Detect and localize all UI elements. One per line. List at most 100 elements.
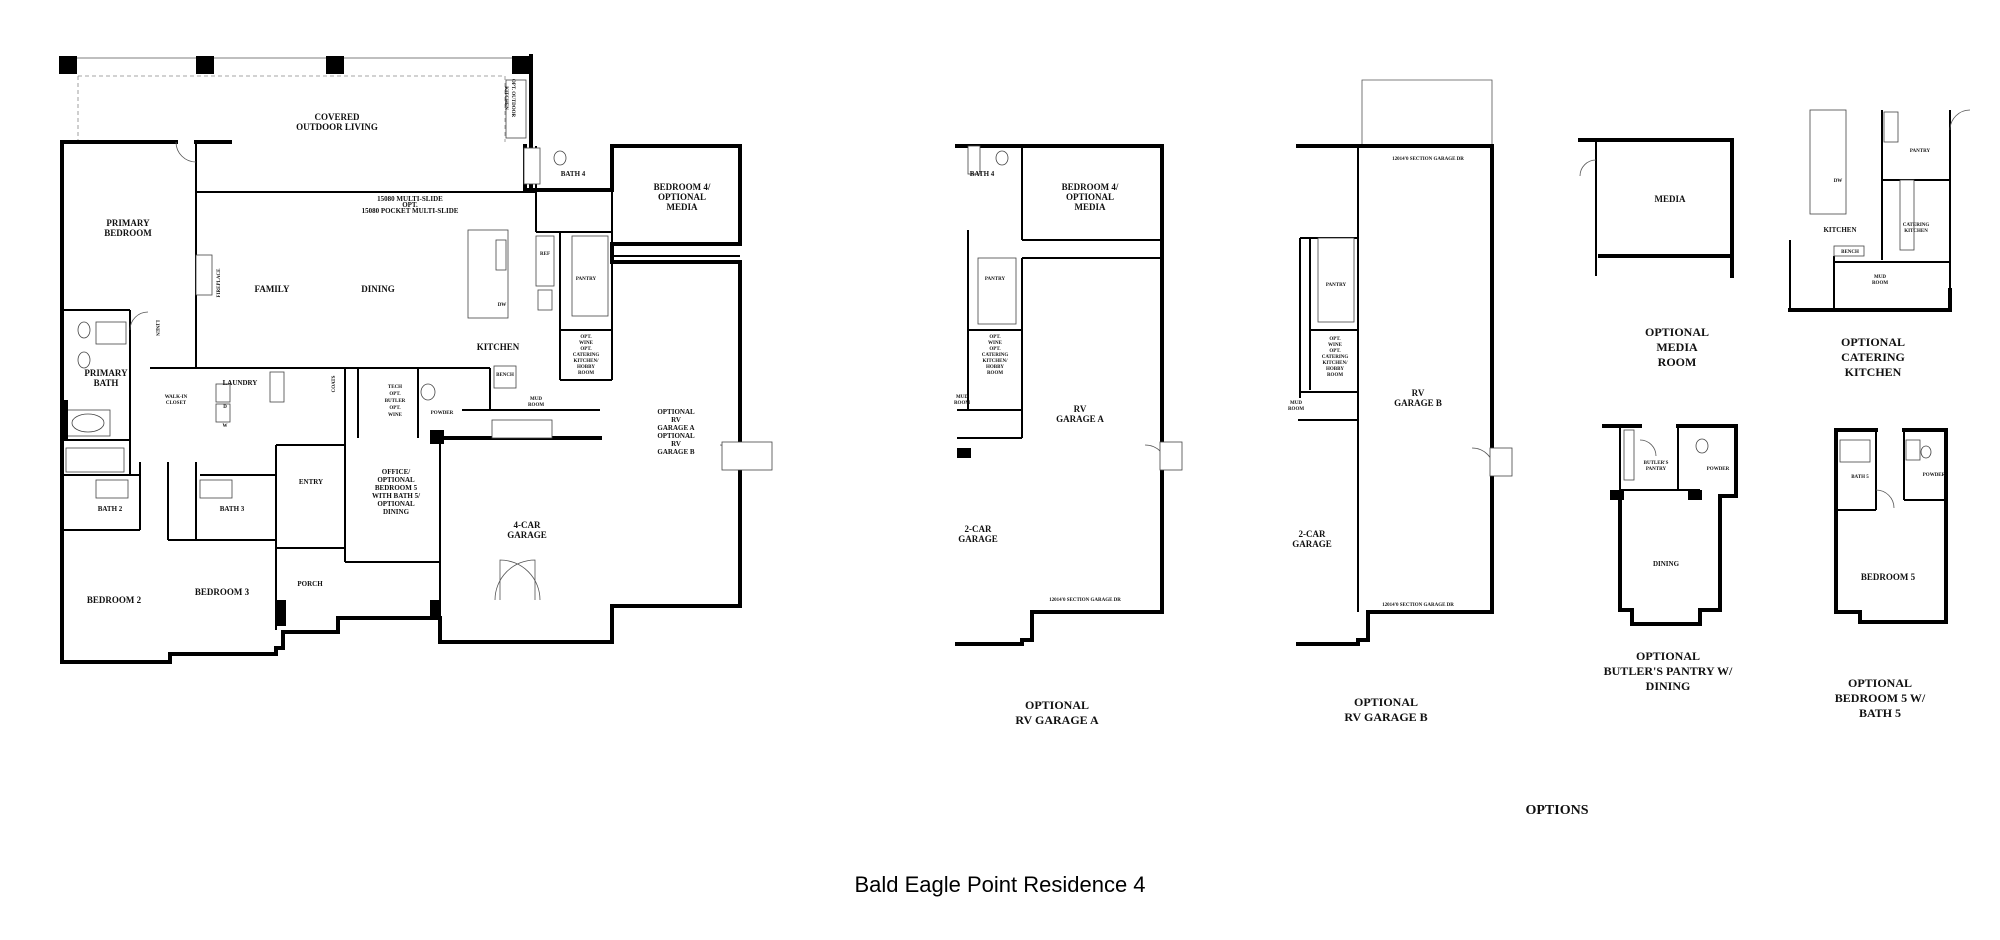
rv-a-2car-label-2: GARAGE [958, 534, 998, 544]
butler-powder-label: POWDER [1707, 467, 1730, 472]
office-label-3: BEDROOM 5 [375, 484, 418, 492]
family-label: FAMILY [254, 284, 290, 294]
rv-a-wine-label-5: KITCHEN/ [982, 359, 1008, 364]
butlers-pantry-label: BUTLER'S [1644, 461, 1669, 466]
rv-a-wine-label-3: OPT. [989, 347, 1001, 352]
butler-caption-3: DINING [1646, 679, 1691, 693]
svg-text:OPT. OUTDOORKITCHEN: OPT. OUTDOORKITCHEN [503, 79, 515, 118]
media-caption-2: MEDIA [1656, 340, 1698, 354]
office-label-6: DINING [383, 508, 410, 516]
covered-outdoor-label-2: OUTDOOR LIVING [296, 122, 378, 132]
post-marker [326, 56, 344, 74]
garage4-label-2: GARAGE [507, 530, 547, 540]
catering-caption-2: CATERING [1841, 350, 1905, 364]
rv-a-mud-label-2: ROOM [954, 401, 970, 406]
catering-caption: OPTIONAL [1841, 335, 1905, 349]
bedroom2-label: BEDROOM 2 [87, 595, 142, 605]
rv-a-wine-label: OPT. [989, 335, 1001, 340]
catering-bench-label: BENCH [1841, 250, 1859, 255]
rv-a-pantry-label: PANTRY [985, 277, 1006, 282]
mud-room-label: MUD [530, 397, 542, 402]
primary-bath-label-2: BATH [94, 378, 119, 388]
post-marker [59, 56, 77, 74]
outdoor-kitchen-label: OPT. OUTDOOR [510, 79, 515, 118]
tech-label-4: OPT. [389, 406, 401, 411]
mud-room-label-2: ROOM [528, 403, 544, 408]
rv-option-label-3: GARAGE A [657, 424, 694, 432]
media-caption: OPTIONAL [1645, 325, 1709, 339]
multislide-label-2: OPT. [402, 201, 418, 209]
butler-caption: OPTIONAL [1636, 649, 1700, 663]
catering-dw-label: DW [1834, 179, 1843, 184]
rv-b-mud-label: MUD [1290, 401, 1302, 406]
bedroom4-label-3: MEDIA [667, 202, 698, 212]
rv-b-wine-label: OPT. [1329, 337, 1341, 342]
media-label: MEDIA [1655, 194, 1686, 204]
primary-bedroom-label: PRIMARY [106, 218, 150, 228]
primary-bath-label: PRIMARY [84, 368, 128, 378]
rv-a-wine-label-4: CATERING [982, 353, 1009, 358]
rv-b-door-label: 12014'0 SECTION GARAGE DR [1382, 603, 1454, 608]
bed5-caption-2: BEDROOM 5 W/ [1835, 691, 1926, 705]
rv-b-wine-label-2: WINE [1328, 343, 1343, 348]
powder-label: POWDER [431, 411, 454, 416]
wine-label-5: KITCHEN/ [573, 359, 599, 364]
primary-bedroom-label-2: BEDROOM [104, 228, 152, 238]
butler-dining-label: DINING [1653, 560, 1680, 568]
bath2-label: BATH 2 [98, 505, 123, 513]
options-heading: OPTIONS [1525, 803, 1588, 818]
tech-label: TECH [388, 385, 402, 390]
outdoor-kitchen-label-2: KITCHEN [503, 86, 508, 110]
multislide-label: 15080 MULTI-SLIDE [377, 195, 443, 203]
covered-outdoor-label: COVERED [314, 112, 360, 122]
dryer-label: D [223, 405, 227, 410]
rv-garage-b-plan: 12014'0 SECTION GARAGE DR PANTRY OPT.WIN… [1288, 79, 1513, 724]
garage4-label: 4-CAR [514, 520, 541, 530]
bedroom5-label: BEDROOM 5 [1861, 572, 1916, 582]
ref-label: REF [540, 252, 550, 257]
catering-pantry-label: PANTRY [1910, 149, 1931, 154]
bath4-label: BATH 4 [561, 170, 586, 178]
rv-option-label-2: RV [671, 416, 681, 424]
media-caption-3: ROOM [1658, 355, 1697, 369]
rv-a-2car-label: 2-CAR [965, 524, 992, 534]
rv-b-rv-label-2: GARAGE B [1394, 398, 1442, 408]
bedroom4-label: BEDROOM 4/ [654, 182, 711, 192]
bed5-bath5-label: BATH 5 [1851, 475, 1869, 480]
fireplace-label: FIREPLACE [217, 268, 222, 298]
wine-label-6: HOBBY [577, 365, 595, 370]
rv-b-door-top-label: 12014'0 SECTION GARAGE DR [1392, 157, 1464, 162]
catering-caption-3: KITCHEN [1845, 365, 1902, 379]
rv-b-wine-label-3: OPT. [1329, 349, 1341, 354]
walkin-label: WALK-IN [165, 395, 188, 400]
rv-b-wine-label-5: KITCHEN/ [1322, 361, 1348, 366]
office-label-5: OPTIONAL [377, 500, 415, 508]
entry-label: ENTRY [299, 478, 323, 486]
butler-caption-2: BUTLER'S PANTRY W/ [1604, 664, 1733, 678]
butlers-pantry-label-2: PANTRY [1646, 467, 1667, 472]
bed5-caption: OPTIONAL [1848, 676, 1912, 690]
wine-label-3: OPT. [580, 347, 592, 352]
tech-label-3: BUTLER [385, 399, 406, 404]
rv-a-wine-label-7: ROOM [987, 371, 1003, 376]
bed5-caption-3: BATH 5 [1859, 706, 1901, 720]
